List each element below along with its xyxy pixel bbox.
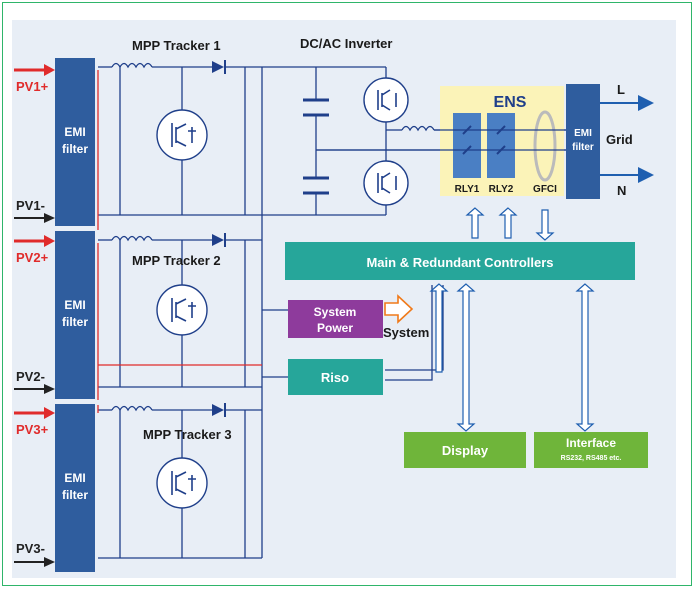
relay-2-block <box>487 113 515 178</box>
rly2-label: RLY2 <box>489 184 514 195</box>
controllers-block <box>285 242 635 280</box>
mpp-tracker-3-label: MPP Tracker 3 <box>143 427 232 442</box>
rly1-arrow <box>465 207 485 239</box>
pv1-plus-arrowhead <box>44 64 55 76</box>
emi-label-2b: filter <box>62 315 88 329</box>
riso-label: Riso <box>321 370 349 385</box>
emi-label-3b: filter <box>62 488 88 502</box>
emi-filter-block-3 <box>55 404 95 572</box>
interface-block <box>534 432 648 468</box>
display-block <box>404 432 526 468</box>
emi-label-3a: EMI <box>64 471 85 485</box>
emi-filter-block-2 <box>55 231 95 399</box>
igbt-symbols <box>171 89 397 495</box>
signal-arrows <box>429 207 595 432</box>
rly1-label: RLY1 <box>455 184 480 195</box>
system-power-label-1: System <box>314 305 357 319</box>
riso-block <box>288 359 383 395</box>
inverter-label: DC/AC Inverter <box>300 36 392 51</box>
pv3-plus-label: PV3+ <box>16 422 49 437</box>
emi-filter-block-1 <box>55 58 95 226</box>
diodes <box>212 60 226 417</box>
pv3-minus-label: PV3- <box>16 541 45 556</box>
pv2-minus-arrowhead <box>44 384 55 394</box>
relay-1-block <box>453 113 481 178</box>
pv1-minus-arrowhead <box>44 213 55 223</box>
grid-l-label: L <box>617 82 625 97</box>
diagram-background <box>12 20 676 578</box>
pv3-plus-arrowhead <box>44 407 55 419</box>
controllers-label: Main & Redundant Controllers <box>366 255 553 270</box>
relay-contacts <box>462 125 506 155</box>
emi-label-1b: filter <box>62 142 88 156</box>
emi-filters: EMI filter EMI filter EMI filter <box>55 58 95 572</box>
grid-emi-label-a: EMI <box>574 128 592 139</box>
ens-title: ENS <box>494 94 527 111</box>
pv-inputs: PV1+ PV1- PV2+ PV2- PV3+ PV3- <box>14 64 55 567</box>
gfci-coil <box>533 110 557 182</box>
system-output-arrow <box>384 294 414 324</box>
display-arrow <box>456 283 476 432</box>
pv2-plus-arrowhead <box>44 235 55 247</box>
grid-label: Grid <box>606 132 633 147</box>
pv1-plus-label: PV1+ <box>16 79 49 94</box>
emi-label-2a: EMI <box>64 298 85 312</box>
grid-emi-filter <box>566 84 600 199</box>
mpp-tracker-1-label: MPP Tracker 1 <box>132 38 221 53</box>
pv2-minus-label: PV2- <box>16 369 45 384</box>
diagram-frame <box>2 2 692 586</box>
system-output-label: System <box>383 325 429 340</box>
interface-arrow <box>575 283 595 432</box>
riso-to-ctrl-arrow <box>429 283 449 373</box>
emi-label-1a: EMI <box>64 125 85 139</box>
grid-n-label: N <box>617 183 626 198</box>
gfci-arrow <box>535 209 555 241</box>
system-power-label-2: Power <box>317 321 353 335</box>
rly2-arrow <box>498 207 518 239</box>
grid-emi-label-b: filter <box>572 142 594 153</box>
pv-positive-lines <box>97 70 262 413</box>
pv3-minus-arrowhead <box>44 557 55 567</box>
display-label: Display <box>442 443 489 458</box>
wiring <box>98 62 640 559</box>
igbt-switches <box>156 77 409 509</box>
pv1-minus-label: PV1- <box>16 198 45 213</box>
interface-label: Interface <box>566 436 616 450</box>
gfci-label: GFCI <box>533 184 557 195</box>
interface-sublabel: RS232, RS485 etc. <box>561 455 622 462</box>
pv2-plus-label: PV2+ <box>16 250 49 265</box>
system-power-block <box>288 300 383 338</box>
mpp-tracker-2-label: MPP Tracker 2 <box>132 253 221 268</box>
